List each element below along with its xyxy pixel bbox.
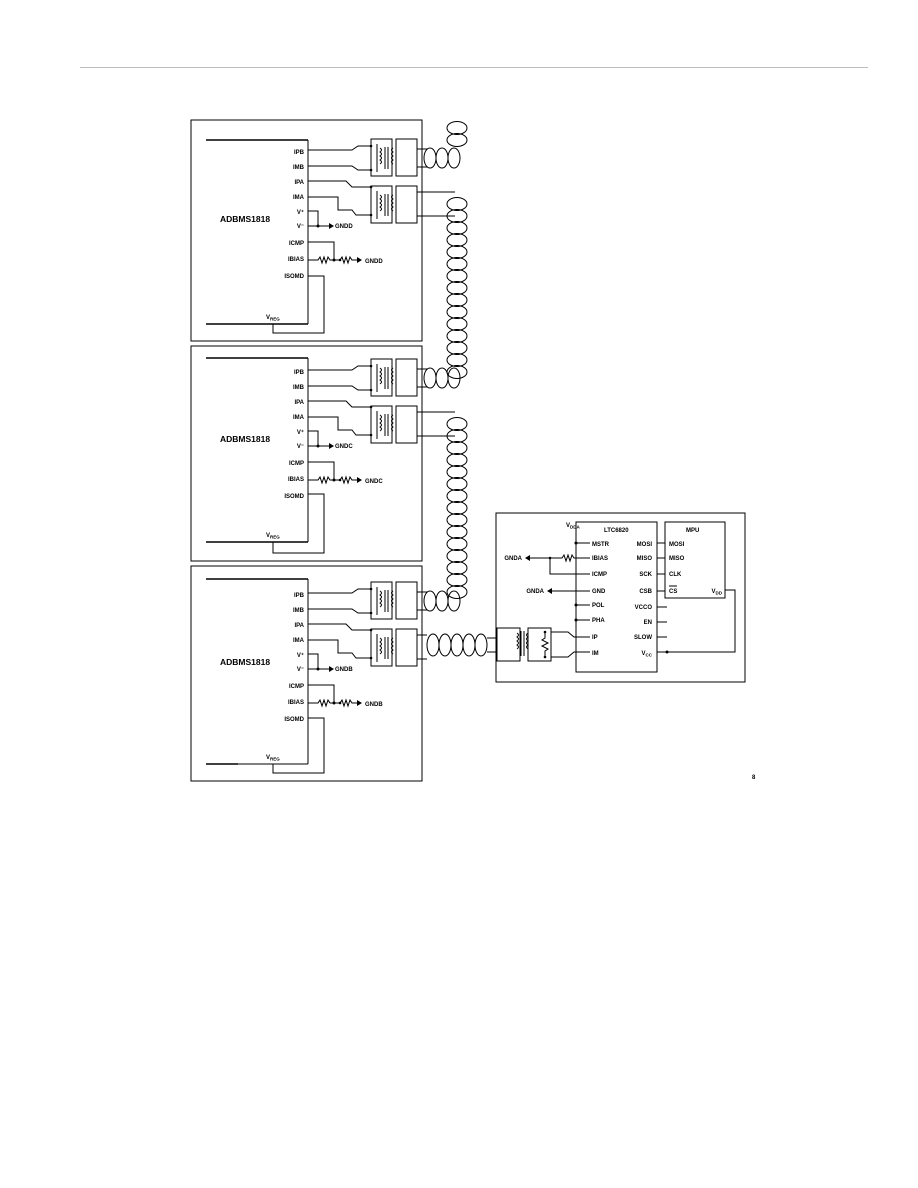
- ltc-pin-csb: CSB: [639, 589, 652, 595]
- ltc-pin-miso: MISO: [637, 556, 653, 562]
- vcc-label: VCC: [641, 651, 652, 658]
- ltc-pin-pol: POL: [592, 603, 605, 609]
- pin-icmp: ICMP: [289, 461, 304, 467]
- cable-to-ltc6820: [426, 633, 497, 657]
- gnda-label-2: GNDA: [526, 589, 544, 595]
- vdda-label: VDDA: [566, 523, 581, 530]
- pin-ima: IMA: [293, 415, 305, 421]
- ltc-pin-icmp: ICMP: [592, 572, 607, 578]
- mpu-body: [664, 521, 726, 599]
- pin-vplus: V⁺: [297, 429, 304, 436]
- pin-icmp: ICMP: [289, 684, 304, 690]
- chip-name: ADBMS1818: [220, 214, 270, 224]
- ltc-pin-mosi: MOSI: [637, 542, 653, 548]
- module-frame: [190, 345, 423, 562]
- pin-ipb: IPB: [294, 370, 305, 376]
- vdd-label: VDD: [711, 589, 722, 596]
- pin-ibias: IBIAS: [288, 257, 304, 263]
- pin-imb: IMB: [293, 385, 305, 391]
- vreg-label: VREG: [266, 755, 280, 762]
- module-middle: ADBMS1818 IPB IMB IPA IMA V⁺ V⁻ ICMP IBI…: [190, 345, 461, 562]
- mpu-pin-clk: CLK: [669, 572, 682, 578]
- ltc-pin-sck: SCK: [639, 572, 652, 578]
- figure-footnote: 8: [752, 775, 756, 781]
- mpu-pin-cs: CS: [669, 589, 677, 595]
- header-rule: [80, 67, 868, 68]
- pin-isomd: ISOMD: [284, 494, 304, 500]
- pin-vplus: V⁺: [297, 209, 304, 216]
- pin-ima: IMA: [293, 638, 305, 644]
- pin-ibias: IBIAS: [288, 477, 304, 483]
- module-frame: [190, 119, 423, 342]
- pin-ipa: IPA: [294, 400, 304, 406]
- pin-vminus: V⁻: [297, 224, 304, 230]
- chip-name: ADBMS1818: [220, 434, 270, 444]
- ltc-pin-en: EN: [644, 620, 652, 626]
- pin-ipa: IPA: [294, 623, 304, 629]
- chip-name: ADBMS1818: [220, 657, 270, 667]
- ltc-pin-ibias: IBIAS: [592, 556, 608, 562]
- pin-icmp: ICMP: [289, 241, 304, 247]
- ltc-pin-im: IM: [592, 651, 599, 657]
- pin-ibias: IBIAS: [288, 700, 304, 706]
- module-frame: [190, 565, 423, 782]
- pin-ipb: IPB: [294, 150, 305, 156]
- twisted-pair-cables: [446, 121, 468, 599]
- gnd-label-1: GNDB: [335, 667, 353, 673]
- gnd-label-1: GNDC: [335, 444, 353, 450]
- ltc-pin-slow: SLOW: [634, 635, 652, 641]
- pin-vminus: V⁻: [297, 667, 304, 673]
- pin-ima: IMA: [293, 195, 305, 201]
- vreg-label: VREG: [266, 533, 280, 540]
- pin-imb: IMB: [293, 165, 305, 171]
- mpu-pin-mosi: MOSI: [669, 542, 685, 548]
- mpu-name: MPU: [686, 528, 699, 534]
- pin-vplus: V⁺: [297, 652, 304, 659]
- pin-ipb: IPB: [294, 593, 305, 599]
- gnd-label-2: GNDB: [365, 702, 383, 708]
- module-top: ADBMS1818 IPB IMB IPA IMA V⁺ V⁻ ICMP IBI…: [190, 119, 461, 342]
- pin-isomd: ISOMD: [284, 717, 304, 723]
- gnd-label-1: GNDD: [335, 224, 353, 230]
- mpu-pin-miso: MISO: [669, 556, 685, 562]
- gnda-label-1: GNDA: [504, 556, 522, 562]
- ltc-pin-ip: IP: [592, 635, 598, 641]
- module-bottom: ADBMS1818 IPB IMB IPA IMA V⁺ V⁻ ICMP IBI…: [190, 565, 461, 782]
- gnd-label-2: GNDC: [365, 479, 383, 485]
- ltc6820-name: LTC6820: [604, 528, 629, 534]
- ltc-pin-gnd: GND: [592, 589, 606, 595]
- ltc-pin-vcco: VCCO: [635, 605, 653, 611]
- master-board: LTC6820 VDDA MSTR IBIAS ICMP GND POL PHA…: [495, 512, 746, 683]
- ltc-pin-mstr: MSTR: [592, 542, 610, 548]
- gnd-label-2: GNDD: [365, 259, 383, 265]
- vreg-label: VREG: [266, 315, 280, 322]
- ltc-pin-pha: PHA: [592, 618, 605, 624]
- pin-ipa: IPA: [294, 180, 304, 186]
- pin-vminus: V⁻: [297, 444, 304, 450]
- pin-isomd: ISOMD: [284, 274, 304, 280]
- pin-imb: IMB: [293, 608, 305, 614]
- master-frame: [495, 512, 746, 683]
